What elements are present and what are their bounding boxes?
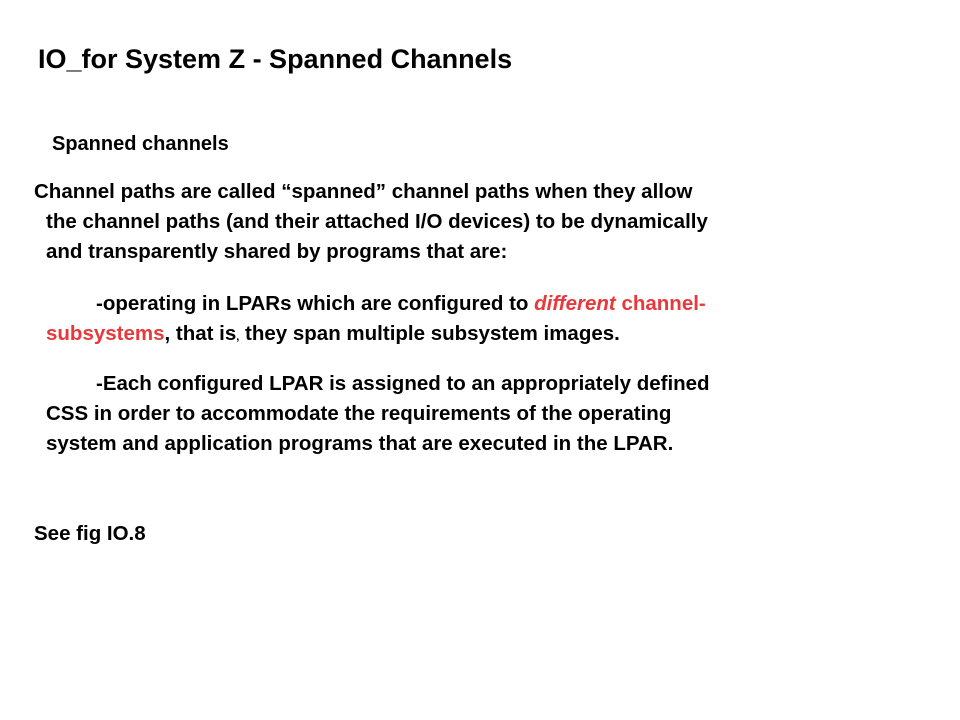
paragraph-line: system and application programs that are… (46, 432, 674, 455)
text-run: , (236, 331, 240, 343)
highlight-text: subsystems (46, 322, 165, 345)
text-run: -operating in LPARs which are configured… (96, 292, 535, 315)
paragraph-line: the channel paths (and their attached I/… (46, 210, 708, 233)
emphasis-different: different (534, 292, 616, 315)
paragraph-line: and transparently shared by programs tha… (46, 240, 508, 263)
paragraph-line: -operating in LPARs which are configured… (34, 289, 924, 319)
paragraph-line: -Each configured LPAR is assigned to an … (96, 372, 710, 395)
slide-title: IO_for System Z - Spanned Channels (38, 44, 513, 74)
paragraph-css-assignment: -Each configured LPAR is assigned to an … (34, 369, 924, 459)
paragraph-definition: Channel paths are called “spanned” chann… (34, 177, 924, 267)
section-heading: Spanned channels (52, 133, 229, 155)
text-run: , that is (164, 322, 237, 345)
paragraph-line: subsystems, that is, they span multiple … (34, 319, 924, 352)
text-run: they span multiple subsystem images. (239, 322, 620, 345)
paragraph-lpar-subsystems: -operating in LPARs which are configured… (34, 289, 924, 352)
paragraph-line: CSS in order to accommodate the requirem… (46, 402, 672, 425)
figure-reference: See fig IO.8 (34, 522, 146, 545)
highlight-text: channel- (615, 292, 706, 315)
paragraph-line: Channel paths are called “spanned” chann… (34, 180, 693, 203)
